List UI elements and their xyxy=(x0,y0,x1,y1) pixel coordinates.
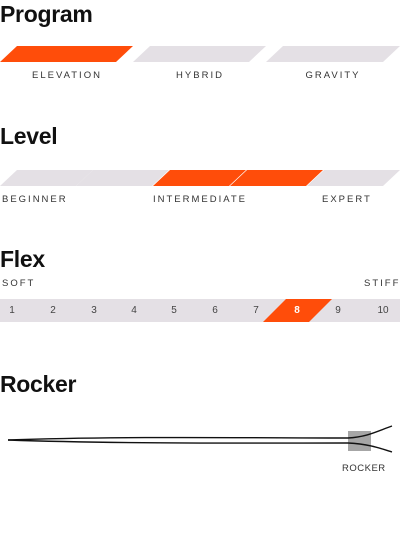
flex-value-9[interactable]: 9 xyxy=(335,305,341,316)
program-label-elevation: ELEVATION xyxy=(32,70,102,81)
flex-value-6[interactable]: 6 xyxy=(212,305,218,316)
flex-value-7[interactable]: 7 xyxy=(253,305,259,316)
level-selector xyxy=(0,170,400,186)
program-option-hybrid[interactable] xyxy=(133,46,266,62)
rocker-marker-label: ROCKER xyxy=(342,463,386,474)
level-segment-1[interactable] xyxy=(0,170,93,186)
flex-stiff-label: STIFF xyxy=(364,278,400,289)
program-label-gravity: GRAVITY xyxy=(305,70,361,81)
level-label-intermediate: INTERMEDIATE xyxy=(152,194,248,205)
rocker-heading: Rocker xyxy=(0,371,77,397)
level-label-expert: EXPERT xyxy=(322,194,372,205)
program-selector xyxy=(0,46,400,62)
level-segment-4[interactable] xyxy=(230,170,323,186)
flex-value-1[interactable]: 1 xyxy=(9,305,15,316)
flex-value-5[interactable]: 5 xyxy=(171,305,177,316)
level-label-beginner: BEGINNER xyxy=(2,194,68,205)
level-segment-5[interactable] xyxy=(307,170,400,186)
level-heading: Level xyxy=(0,123,58,149)
flex-value-2[interactable]: 2 xyxy=(50,305,56,316)
flex-value-4[interactable]: 4 xyxy=(131,305,137,316)
rocker-profile xyxy=(7,425,393,453)
program-option-elevation[interactable] xyxy=(0,46,133,62)
rocker-line-top xyxy=(7,425,393,441)
program-label-hybrid: HYBRID xyxy=(176,70,224,81)
level-segment-2[interactable] xyxy=(76,170,169,186)
program-heading: Program xyxy=(0,1,93,27)
flex-value-10[interactable]: 10 xyxy=(377,305,389,316)
rocker-line-bottom xyxy=(7,439,393,453)
flex-value-8[interactable]: 8 xyxy=(294,305,300,316)
flex-selected-marker[interactable] xyxy=(263,299,332,322)
flex-soft-label: SOFT xyxy=(2,278,36,289)
flex-heading: Flex xyxy=(0,246,45,272)
flex-value-3[interactable]: 3 xyxy=(91,305,97,316)
level-segment-3[interactable] xyxy=(153,170,246,186)
rocker-marker xyxy=(348,431,371,451)
program-option-gravity[interactable] xyxy=(266,46,400,62)
flex-scale xyxy=(0,299,400,322)
